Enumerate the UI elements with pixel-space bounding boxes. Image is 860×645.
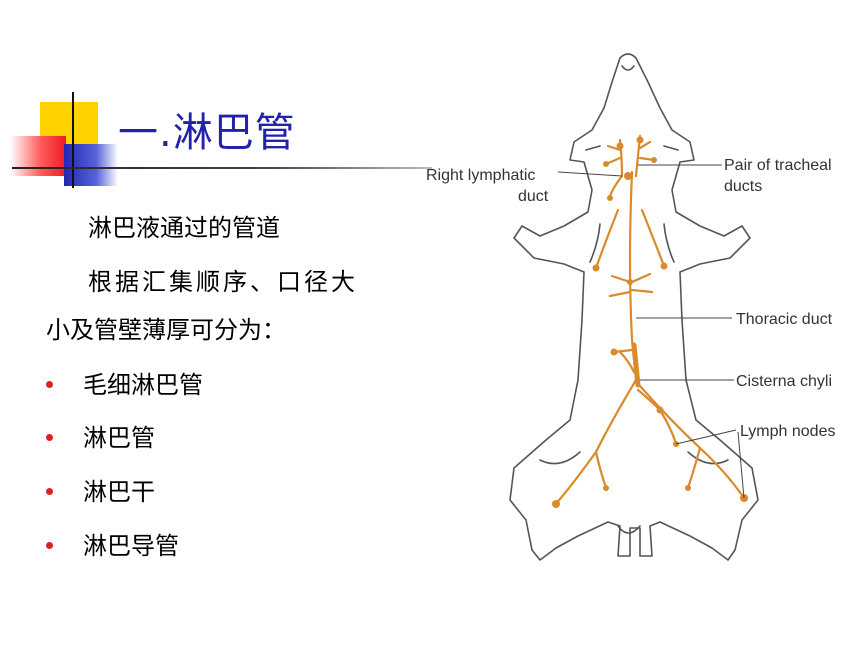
bullet-item: 淋巴导管 — [46, 526, 179, 561]
lymphatic-vessels — [554, 134, 746, 506]
label-tracheal-ducts-2: ducts — [724, 178, 762, 195]
decor-vertical-line — [72, 92, 74, 188]
bullet-text: 淋巴导管 — [83, 532, 179, 560]
bullet-item: 淋巴干 — [46, 472, 155, 507]
body-line-3: 小及管壁薄厚可分为： — [46, 316, 286, 344]
bullet-dot-icon — [46, 433, 53, 441]
decor-red-square — [10, 136, 66, 176]
slide-title: 一.淋巴管 — [118, 110, 296, 156]
bullet-item: 毛细淋巴管 — [46, 365, 203, 400]
label-leader-lines — [557, 164, 745, 499]
lymph-nodes — [552, 136, 748, 508]
label-tracheal-ducts: Pair of tracheal — [724, 157, 832, 174]
label-thoracic-duct: Thoracic duct — [736, 311, 833, 328]
bullet-dot-icon — [46, 487, 53, 495]
bullet-dot-icon — [46, 541, 53, 549]
title-underline — [12, 167, 432, 169]
label-cisterna-chyli: Cisterna chyli — [736, 373, 832, 390]
bullet-text: 淋巴管 — [83, 424, 155, 452]
bullet-text: 毛细淋巴管 — [83, 371, 203, 399]
label-right-lymphatic-duct: Right lymphatic — [426, 167, 535, 184]
body-line-2: 根据汇集顺序、口径大 — [88, 268, 358, 296]
animal-outline — [509, 53, 759, 561]
bullet-dot-icon — [46, 380, 53, 388]
label-right-lymphatic-duct-2: duct — [518, 188, 549, 205]
body-line-1: 淋巴液通过的管道 — [88, 214, 280, 242]
lymphatic-diagram: Right lymphatic duct Pair of tracheal du… — [426, 53, 835, 561]
label-lymph-nodes: Lymph nodes — [740, 423, 835, 440]
bullet-text: 淋巴干 — [83, 478, 155, 506]
bullet-item: 淋巴管 — [46, 418, 155, 453]
